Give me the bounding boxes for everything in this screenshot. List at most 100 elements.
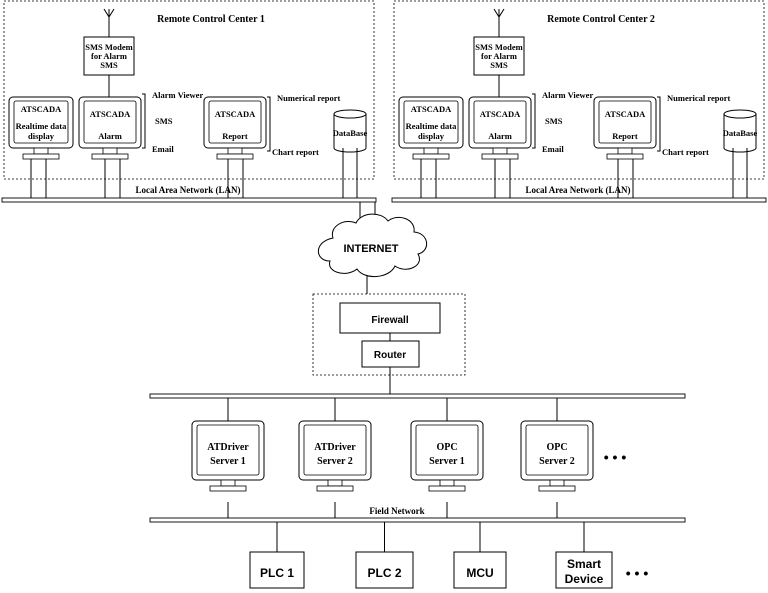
lan-label: Local Area Network (LAN) (525, 185, 630, 195)
alarm-label: Alarm (488, 131, 512, 141)
alarm-output-label: Email (542, 144, 564, 154)
remote-center-box-2 (393, 0, 765, 180)
server-label: Server 2 (539, 456, 575, 467)
report-output-bracket (657, 96, 661, 152)
monitor-stand (606, 153, 644, 160)
field-device-box (249, 551, 305, 589)
monitor-screen (196, 424, 260, 476)
monitor-screen (403, 100, 459, 144)
realtime-display-label: Realtime data (16, 121, 68, 131)
field-device-box (453, 551, 507, 589)
alarm-output-label: Email (152, 144, 174, 154)
security-box (312, 293, 466, 376)
alarm-label: ATSCADA (480, 109, 521, 119)
alarm-monitor (468, 96, 532, 160)
monitor-screen (415, 424, 479, 476)
remote-center-box-1 (3, 0, 375, 180)
server-label: Server 2 (317, 456, 353, 467)
antenna-icon (493, 8, 505, 37)
server-monitor (191, 420, 265, 492)
alarm-monitor (78, 96, 142, 160)
alarm-output-label: SMS (545, 116, 563, 126)
monitor-screen (303, 424, 367, 476)
monitor-neck (327, 479, 343, 487)
report-label: ATSCADA (605, 109, 646, 119)
antenna-arm-right (498, 8, 505, 18)
field-device-box (355, 551, 414, 589)
monitor-neck (102, 147, 118, 155)
sms-modem-label: for Alarm (481, 51, 517, 61)
monitor-neck (617, 147, 633, 155)
lan-label: Local Area Network (LAN) (135, 185, 240, 195)
antenna-arm-right (108, 8, 115, 18)
antenna-icon (103, 8, 115, 37)
monitor-neck (33, 147, 49, 155)
alarm-output-bracket (142, 93, 146, 149)
sms-modem-label: for Alarm (91, 51, 127, 61)
monitor-neck (220, 479, 236, 487)
report-output-label: Chart report (272, 147, 319, 157)
sms-modem-label: SMS Modem (85, 42, 132, 52)
monitor-screen (525, 424, 589, 476)
database-label: DataBase (723, 128, 758, 138)
alarm-output-bracket (532, 93, 536, 149)
report-label: ATSCADA (215, 109, 256, 119)
router-box (361, 340, 420, 368)
more-servers-ellipsis: • • • (604, 449, 627, 465)
monitor-stand (209, 485, 247, 492)
monitor-stand (428, 485, 466, 492)
monitor-screen (473, 100, 527, 144)
monitor-stand (216, 153, 254, 160)
sms-modem-box (473, 36, 525, 76)
report-output-label: Chart report (662, 147, 709, 157)
plant-network-bus (149, 393, 686, 399)
monitor-neck (227, 147, 243, 155)
alarm-output-label: Alarm Viewer (542, 90, 593, 100)
server-label: OPC (436, 442, 457, 453)
report-output-label: Numerical report (667, 93, 731, 103)
field-device-label: MCU (466, 566, 493, 580)
sms-modem-label: SMS (490, 60, 508, 70)
monitor-neck (492, 147, 508, 155)
monitor-neck (549, 479, 565, 487)
field-network-label: Field Network (369, 506, 424, 516)
monitor-neck (439, 479, 455, 487)
database-body (723, 113, 757, 153)
field-device-box (555, 551, 613, 589)
realtime-display-monitor (8, 96, 74, 160)
server-label: Server 1 (210, 456, 246, 467)
database-top (333, 109, 367, 119)
monitor-stand (22, 153, 60, 160)
monitor-screen (83, 100, 137, 144)
database-label: DataBase (333, 128, 368, 138)
report-label: Report (222, 131, 248, 141)
monitor-screen (13, 100, 69, 144)
realtime-display-label: display (418, 131, 445, 141)
lan-bus (391, 197, 767, 203)
realtime-display-label: ATSCADA (411, 104, 452, 114)
realtime-display-label: Realtime data (406, 121, 458, 131)
monitor-stand (91, 153, 129, 160)
monitor-stand (316, 485, 354, 492)
database-icon (333, 109, 367, 153)
report-monitor (593, 96, 657, 160)
field-device-label: PLC 1 (260, 566, 294, 580)
monitor-stand (481, 153, 519, 160)
sms-modem-box (83, 36, 135, 76)
server-monitor (520, 420, 594, 492)
report-output-bracket (267, 96, 271, 152)
realtime-display-monitor (398, 96, 464, 160)
database-top (723, 109, 757, 119)
database-icon (723, 109, 757, 153)
sms-modem-label: SMS (100, 60, 118, 70)
internet-label: INTERNET (344, 243, 399, 255)
firewall-box (339, 302, 441, 334)
field-network-bus (149, 517, 686, 523)
realtime-display-label: ATSCADA (21, 104, 62, 114)
server-label: ATDriver (314, 442, 356, 453)
server-label: ATDriver (207, 442, 249, 453)
remote-center-title: Remote Control Center 2 (547, 14, 655, 25)
alarm-output-label: Alarm Viewer (152, 90, 203, 100)
database-body (333, 113, 367, 153)
firewall-label: Firewall (371, 315, 408, 326)
